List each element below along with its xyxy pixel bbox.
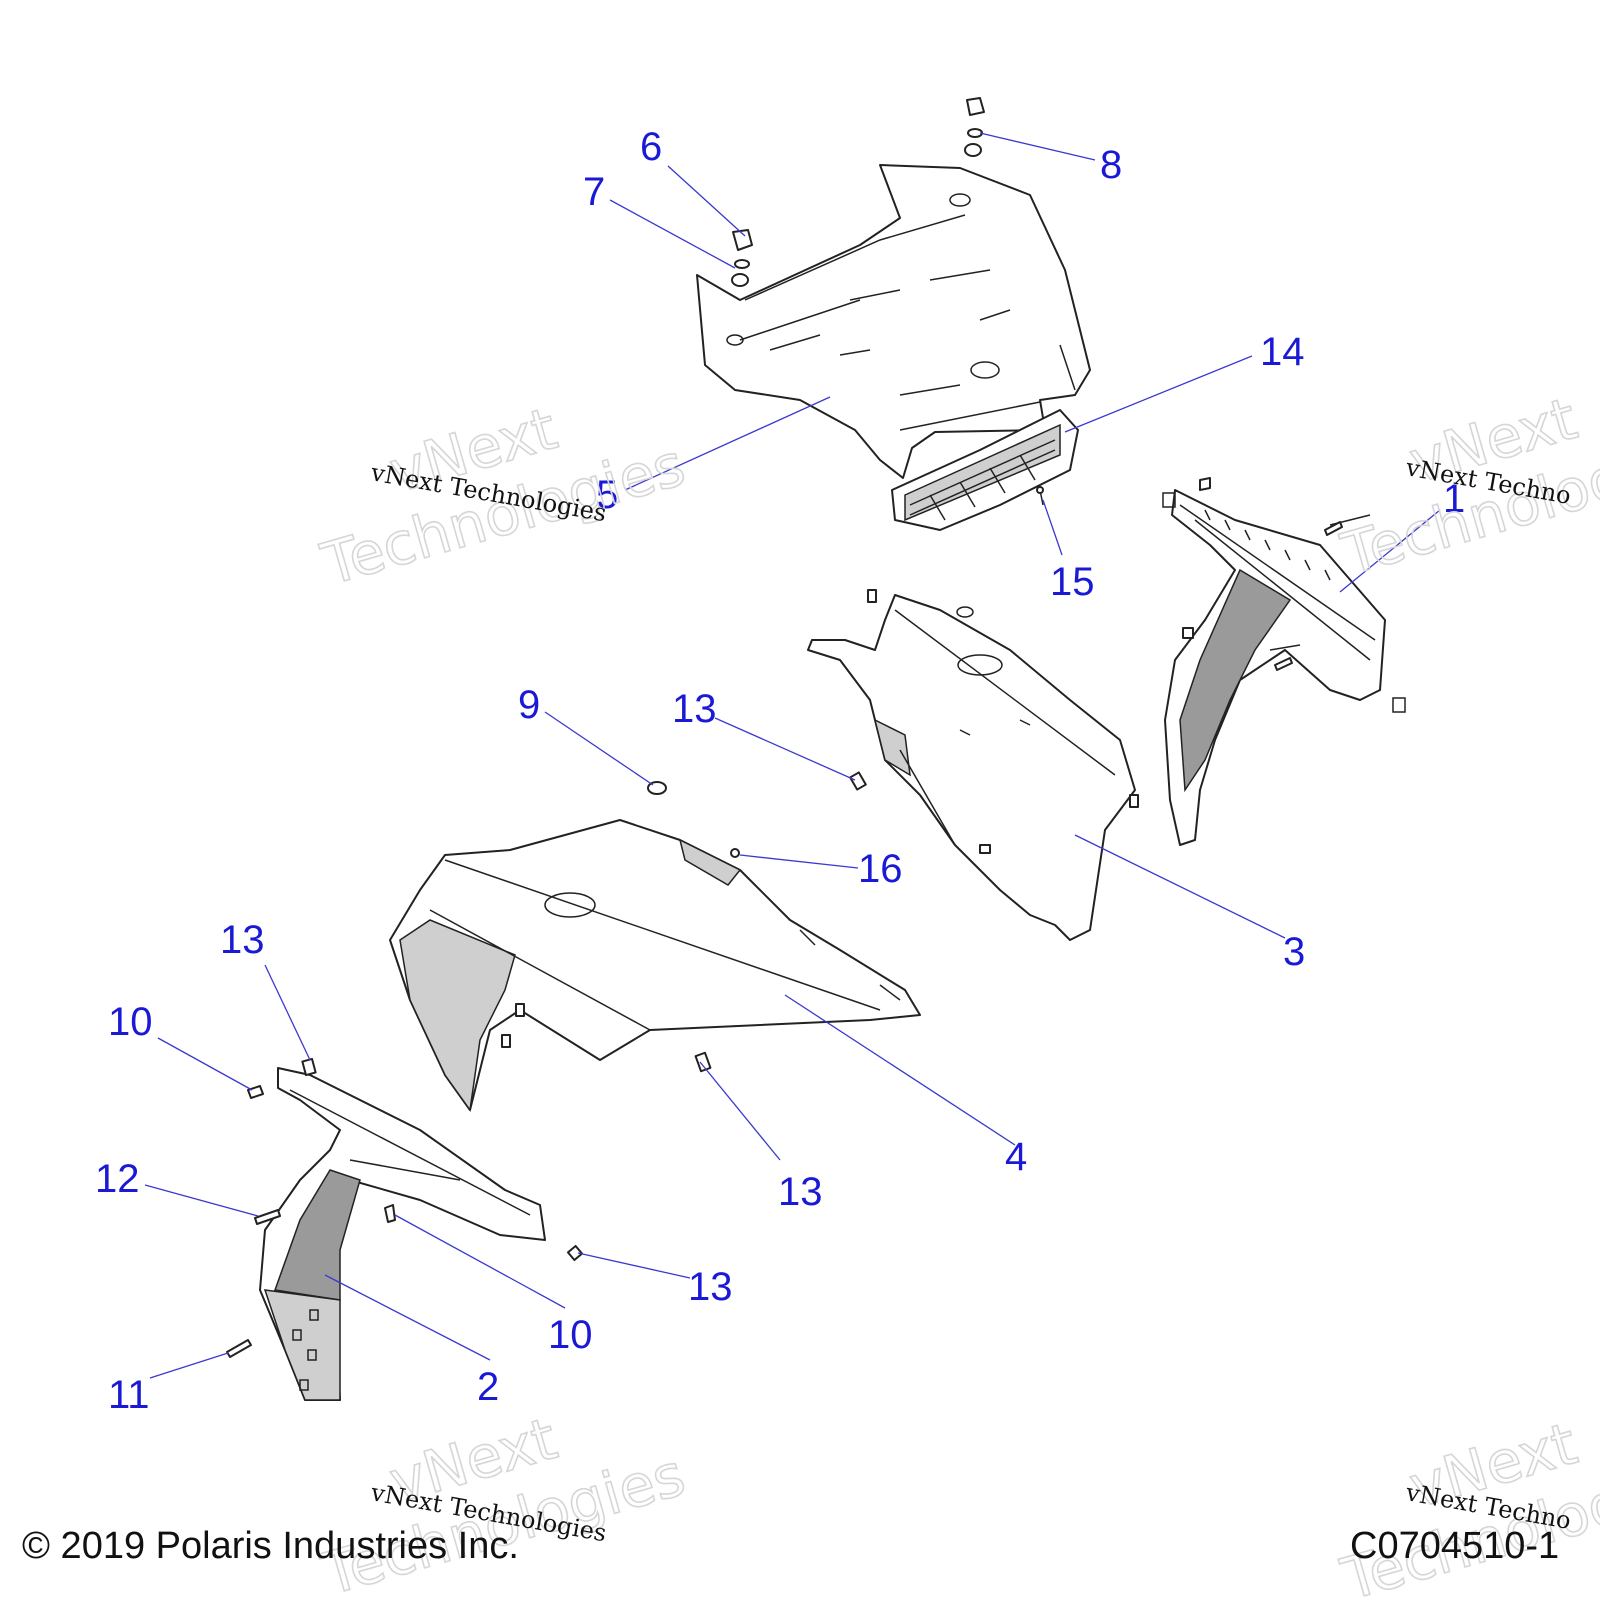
callout-1: 1 [1443, 477, 1465, 521]
copyright-text: © 2019 Polaris Industries Inc. [22, 1525, 519, 1567]
callout-6: 6 [640, 125, 662, 169]
callout-15: 15 [1050, 560, 1095, 604]
part-16-fastener [730, 848, 740, 858]
callout-14: 14 [1260, 330, 1305, 374]
hardware [226, 97, 1343, 1358]
callout-16: 16 [858, 847, 903, 891]
callout-10-b: 10 [548, 1313, 593, 1357]
part-11-screw [226, 1339, 252, 1358]
leader-lines [144, 132, 1441, 1379]
part-2-fender [259, 1067, 546, 1401]
callout-8: 8 [1100, 143, 1122, 187]
part-1-fascia [1162, 489, 1406, 846]
callout-13-b: 13 [220, 918, 265, 962]
callout-11: 11 [108, 1373, 150, 1417]
callouts: 6 7 8 14 5 1 15 9 13 16 3 13 10 12 13 13… [95, 125, 1465, 1417]
callout-10-a: 10 [108, 1000, 153, 1044]
part-10-screw [247, 1085, 264, 1099]
part-12-screw [254, 1209, 281, 1225]
part-14-grille [891, 409, 1079, 531]
callout-7: 7 [583, 170, 605, 214]
callout-12: 12 [95, 1157, 140, 1201]
callout-3: 3 [1283, 930, 1305, 974]
grommet [731, 273, 749, 287]
part-7-washer [734, 259, 750, 269]
part-6-fastener [732, 229, 753, 251]
part-13-clip [849, 771, 867, 791]
part-8-fastener [966, 97, 985, 116]
part-5-hood [696, 164, 1091, 479]
part-3-panel [807, 594, 1136, 941]
callout-13-a: 13 [672, 687, 717, 731]
callout-9: 9 [518, 683, 540, 727]
callout-4: 4 [1005, 1135, 1027, 1179]
callout-13-d: 13 [688, 1265, 733, 1309]
callout-13-c: 13 [778, 1170, 823, 1214]
figure-id: C0704510-1 [1350, 1525, 1559, 1567]
callout-5: 5 [596, 473, 618, 517]
part-4-floor [389, 819, 921, 1112]
callout-2: 2 [477, 1365, 499, 1409]
